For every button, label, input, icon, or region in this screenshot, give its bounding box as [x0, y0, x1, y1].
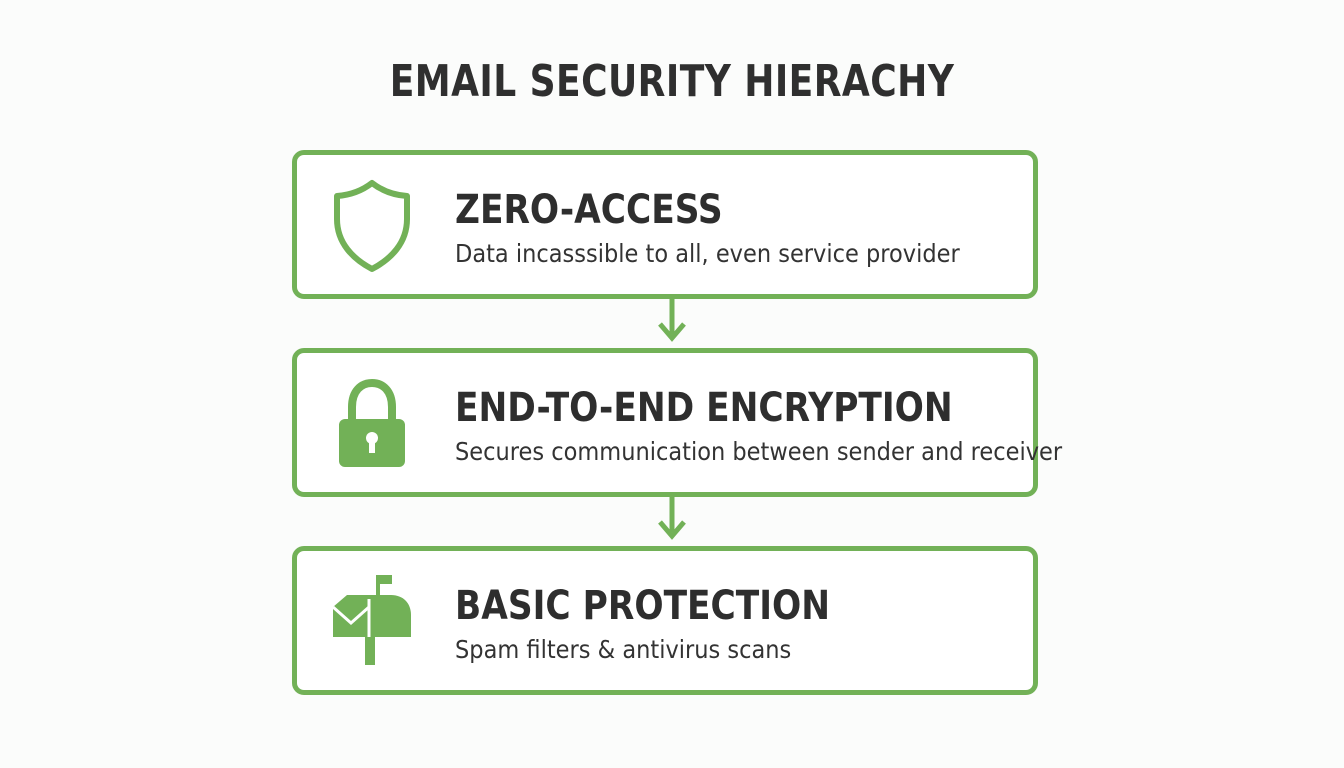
level-card-zero-access: ZERO-ACCESS Data incasssible to all, eve… [292, 150, 1038, 299]
down-arrow-icon [658, 492, 686, 540]
level-heading: ZERO-ACCESS [455, 187, 723, 233]
level-card-basic-protection: BASIC PROTECTION Spam filters & antiviru… [292, 546, 1038, 695]
mailbox-icon [332, 575, 411, 665]
level-description: Spam filters & antivirus scans [455, 635, 792, 664]
level-description: Secures communication between sender and… [455, 437, 1063, 466]
diagram-title: EMAIL SECURITY HIERACHY [389, 56, 955, 107]
level-description: Data incasssible to all, even service pr… [455, 239, 960, 268]
down-arrow-icon [658, 294, 686, 342]
level-heading: END-TO-END ENCRYPTION [455, 385, 953, 431]
level-card-end-to-end-encryption: END-TO-END ENCRYPTION Secures communicat… [292, 348, 1062, 497]
level-heading: BASIC PROTECTION [455, 583, 831, 629]
padlock-icon [339, 378, 405, 467]
shield-icon [334, 180, 410, 272]
